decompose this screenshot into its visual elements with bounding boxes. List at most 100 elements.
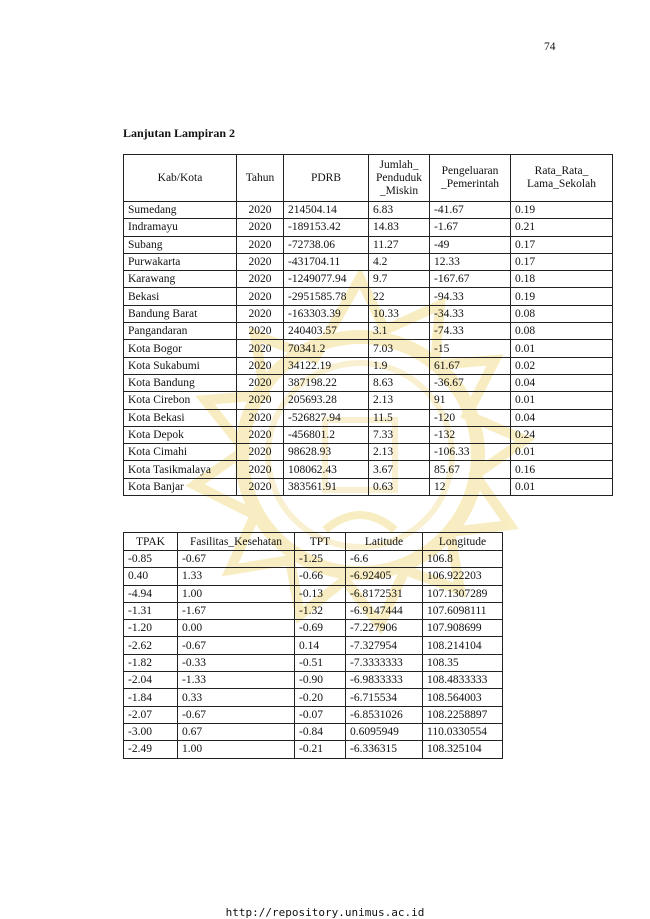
table-cell: 1.9: [368, 356, 430, 375]
table-cell: -163303.39: [283, 304, 369, 324]
table-cell: 2.13: [368, 443, 430, 462]
table-cell: 2020: [236, 425, 284, 445]
table-cell: 0.04: [510, 373, 613, 393]
table-cell: 240403.57: [283, 322, 369, 341]
table-cell: -6.715534: [345, 688, 423, 707]
table-cell: -0.13: [294, 584, 346, 603]
section-title: Lanjutan Lampiran 2: [123, 126, 236, 140]
table-cell: -1.20: [123, 619, 178, 638]
table-cell: 2020: [236, 460, 284, 479]
table-cell: -456801.2: [283, 425, 369, 445]
table-cell: Kota Cirebon: [123, 391, 237, 410]
indicator-data-table: TPAK Fasilitas_Kesehatan TPT Latitude Lo…: [123, 532, 503, 759]
table-cell: Pangandaran: [123, 322, 237, 341]
table-cell: 108062.43: [283, 460, 369, 479]
table-cell: -15: [429, 339, 511, 358]
table-cell: -0.51: [294, 653, 346, 673]
table-cell: 7.03: [368, 339, 430, 358]
table-cell: 2020: [236, 218, 284, 237]
table-cell: -1249077.94: [283, 270, 369, 289]
table-cell: 387198.22: [283, 373, 369, 393]
table-cell: -106.33: [429, 443, 511, 462]
table-cell: 1.00: [177, 584, 295, 603]
table-cell: -526827.94: [283, 408, 369, 427]
table-cell: -1.67: [429, 218, 511, 237]
table-cell: -6.9147444: [345, 601, 423, 621]
table-cell: 108.35: [422, 653, 503, 673]
header-jumlah-penduduk-miskin: Jumlah_Penduduk_Miskin: [368, 154, 430, 202]
table-cell: -7.3333333: [345, 653, 423, 673]
table-cell: -0.67: [177, 549, 295, 569]
table-cell: 2020: [236, 200, 284, 220]
table-cell: Kota Depok: [123, 425, 237, 445]
table-cell: 0.01: [510, 339, 613, 358]
table-cell: 108.4833333: [422, 671, 503, 690]
table-cell: 2020: [236, 477, 284, 497]
table-cell: -6.8172531: [345, 584, 423, 603]
table-cell: -7.327954: [345, 636, 423, 655]
table-cell: 3.67: [368, 460, 430, 479]
table-cell: -0.07: [294, 705, 346, 724]
table-cell: 4.2: [368, 252, 430, 272]
table-cell: 3.1: [368, 322, 430, 341]
table-cell: 14.83: [368, 218, 430, 237]
table-cell: 2020: [236, 252, 284, 272]
table-cell: 108.214104: [422, 636, 503, 655]
header-tpt: TPT: [294, 532, 346, 551]
table-cell: Kota Banjar: [123, 477, 237, 497]
table-cell: -0.20: [294, 688, 346, 707]
table-cell: 7.33: [368, 425, 430, 445]
header-pdrb: PDRB: [283, 154, 369, 202]
table-cell: 61.67: [429, 356, 511, 375]
regional-data-table: Kab/Kota Tahun PDRB Jumlah_Penduduk_Misk…: [123, 154, 613, 497]
table-cell: 107.6098111: [422, 601, 503, 621]
table-cell: 2.13: [368, 391, 430, 410]
table-cell: 0.01: [510, 477, 613, 497]
table-cell: -120: [429, 408, 511, 427]
table-cell: 2020: [236, 356, 284, 375]
table-cell: 0.21: [510, 218, 613, 237]
table-cell: -34.33: [429, 304, 511, 324]
table-cell: Indramayu: [123, 218, 237, 237]
table-cell: -49: [429, 235, 511, 254]
table-cell: 0.04: [510, 408, 613, 427]
table-cell: Kota Bandung: [123, 373, 237, 393]
table-cell: -2.62: [123, 636, 178, 655]
table-cell: -7.227906: [345, 619, 423, 638]
table-cell: 107.908699: [422, 619, 503, 638]
table-cell: 9.7: [368, 270, 430, 289]
table-cell: 0.17: [510, 252, 613, 272]
table-cell: Karawang: [123, 270, 237, 289]
table-cell: 91: [429, 391, 511, 410]
table-cell: Kota Sukabumi: [123, 356, 237, 375]
table-cell: -1.67: [177, 601, 295, 621]
table-cell: 0.08: [510, 322, 613, 341]
header-kab-kota: Kab/Kota: [123, 154, 237, 202]
table-cell: 0.01: [510, 443, 613, 462]
table-cell: -2.49: [123, 740, 178, 759]
table-cell: -132: [429, 425, 511, 445]
table-cell: -1.82: [123, 653, 178, 673]
table-cell: -1.25: [294, 549, 346, 569]
table-cell: 2020: [236, 287, 284, 306]
table-cell: 0.01: [510, 391, 613, 410]
table-cell: 0.16: [510, 460, 613, 479]
table-cell: -0.90: [294, 671, 346, 690]
header-longitude: Longitude: [422, 532, 503, 551]
table-cell: -0.67: [177, 636, 295, 655]
table-cell: 107.1307289: [422, 584, 503, 603]
table-cell: 2020: [236, 270, 284, 289]
table-cell: Kota Bogor: [123, 339, 237, 358]
table-cell: 0.19: [510, 200, 613, 220]
